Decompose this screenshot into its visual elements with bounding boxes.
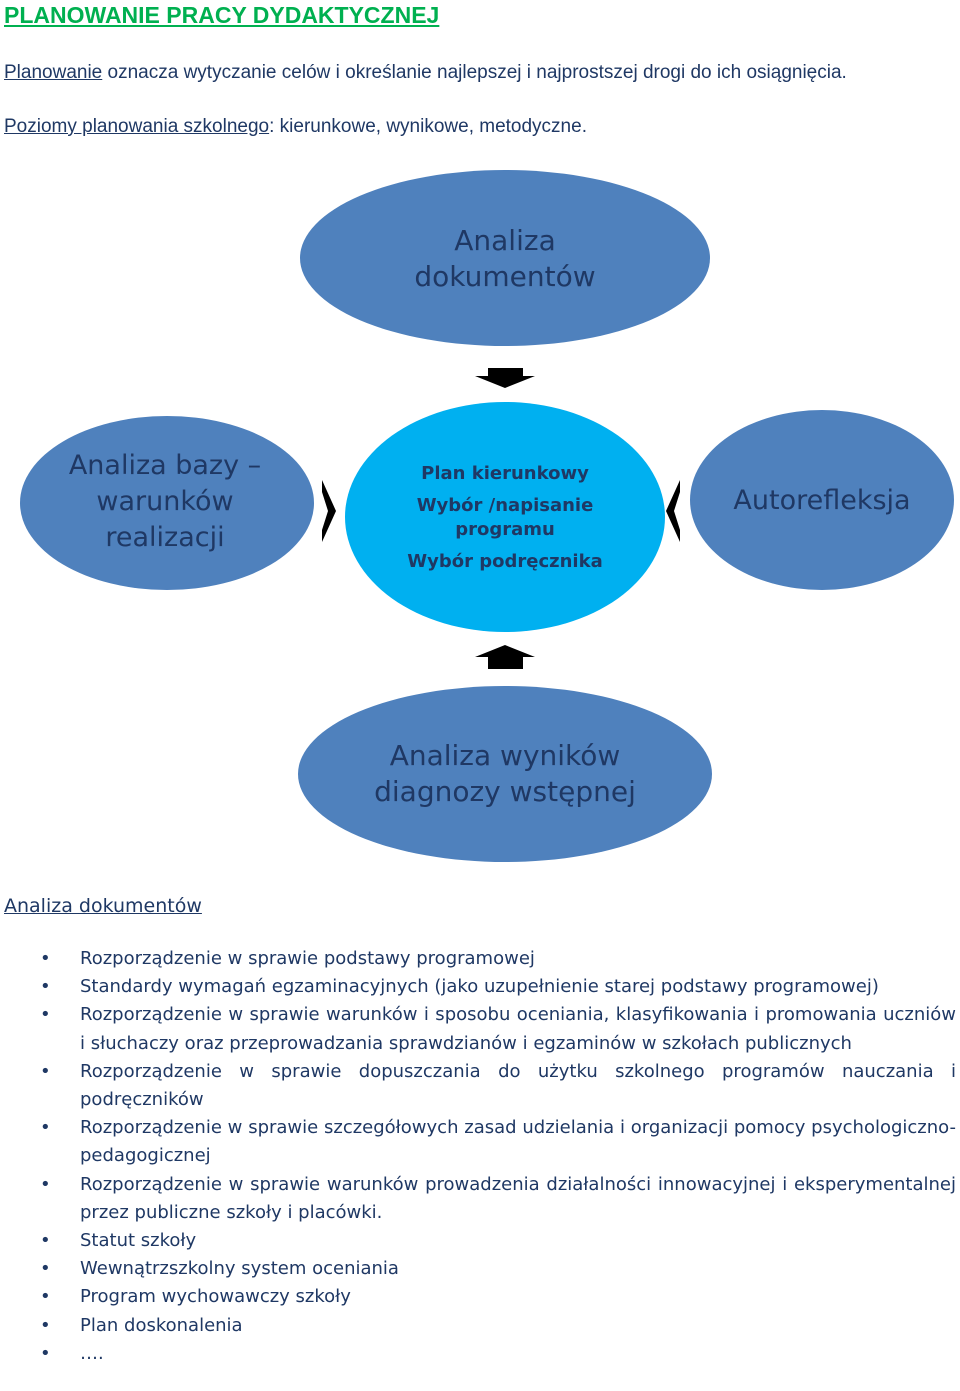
planning-term: Planowanie [4,62,103,83]
node-self-reflection: Autorefleksja [690,410,954,590]
list-item-text: Rozporządzenie w sprawie warunków i spos… [80,1004,956,1054]
page-title: PLANOWANIE PRACY DYDAKTYCZNEJ [4,2,440,28]
list-item: Statut szkoły [0,1227,956,1255]
list-item-text: Rozporządzenie w sprawie dopuszczania do… [80,1060,956,1111]
node-base-analysis-shape [20,416,314,590]
planning-definition: Planowanie oznacza wytyczanie celów i ok… [4,60,847,86]
node-results-analysis-shape [298,686,712,862]
planning-diagram: Analiza dokumentów Analiza bazy – warunk… [20,170,954,862]
list-item: Rozporządzenie w sprawie podstawy progra… [0,945,956,973]
arrow-up-icon [475,645,535,669]
node-results-analysis-line2: diagnozy wstępnej [374,775,636,808]
list-item: Rozporządzenie w sprawie warunków i spos… [0,1001,956,1057]
node-results-analysis-line1: Analiza wyników [390,739,621,772]
node-plan-shape [345,402,665,632]
node-plan-line3: programu [455,519,555,540]
node-plan-line1: Plan kierunkowy [421,463,589,484]
list-item: Rozporządzenie w sprawie dopuszczania do… [0,1058,956,1114]
list-item-text: Statut szkoły [80,1230,197,1252]
planning-levels: Poziomy planowania szkolnego: kierunkowe… [4,114,587,140]
node-base-analysis-line2: warunków [96,486,233,517]
section-heading-document-analysis: Analiza dokumentów [4,895,202,917]
list-item: Program wychowawczy szkoły [0,1283,956,1311]
node-self-reflection-shape [690,410,954,590]
list-item: Plan doskonalenia [0,1312,956,1340]
node-plan-line2: Wybór /napisanie [417,495,594,516]
planning-levels-text: : kierunkowe, wynikowe, metodyczne. [269,116,587,137]
list-item: …. [0,1340,956,1368]
node-document-analysis-line2: dokumentów [414,260,595,293]
list-item-text: …. [80,1342,104,1364]
list-item-text: Rozporządzenie w sprawie podstawy progra… [80,948,535,969]
arrow-down-icon [475,368,535,388]
node-base-analysis-line3: realizacji [105,522,224,553]
list-item-text: Rozporządzenie w sprawie szczegółowych z… [80,1117,956,1167]
node-plan-line4: Wybór podręcznika [407,551,602,572]
documents-list: Rozporządzenie w sprawie podstawy progra… [0,945,956,1368]
arrow-left-icon [666,480,680,542]
arrow-right-icon [322,480,336,542]
node-self-reflection-line1: Autorefleksja [733,485,910,516]
list-item: Rozporządzenie w sprawie szczegółowych z… [0,1114,956,1170]
list-item-text: Wewnątrzszkolny system oceniania [80,1258,399,1280]
list-item-text: Rozporządzenie w sprawie warunków prowad… [80,1173,956,1223]
node-document-analysis-line1: Analiza [454,224,555,257]
node-base-analysis: Analiza bazy – warunków realizacji [20,416,314,590]
node-base-analysis-line1: Analiza bazy – [69,450,261,481]
list-item: Wewnątrzszkolny system oceniania [0,1255,956,1283]
list-item: Rozporządzenie w sprawie warunków prowad… [0,1171,956,1227]
planning-definition-text: oznacza wytyczanie celów i określanie na… [102,62,847,83]
list-item-text: Standardy wymagań egzaminacyjnych (jako … [80,976,879,998]
list-item-text: Program wychowawczy szkoły [80,1286,351,1308]
node-plan: Plan kierunkowy Wybór /napisanie program… [345,402,665,632]
node-results-analysis: Analiza wyników diagnozy wstępnej [298,686,712,862]
node-document-analysis: Analiza dokumentów [300,170,710,346]
list-item-text: Plan doskonalenia [80,1314,243,1336]
planning-levels-term: Poziomy planowania szkolnego [4,116,270,137]
list-item: Standardy wymagań egzaminacyjnych (jako … [0,973,956,1001]
node-document-analysis-shape [300,170,710,346]
